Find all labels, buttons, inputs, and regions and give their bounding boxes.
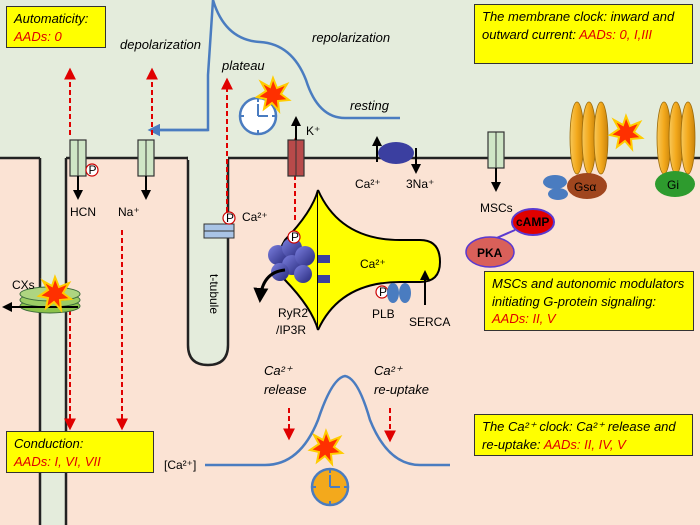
membrane-clock-box: The membrane clock: inward and outward c…	[474, 4, 693, 64]
mscs-text: MSCs and autonomic modulators initiating…	[492, 276, 685, 309]
msc-channel: MSCs	[480, 131, 513, 215]
na-label: Na⁺	[118, 205, 140, 219]
ncx-na-label: 3Na⁺	[406, 177, 434, 191]
action-potential-trace	[150, 0, 400, 132]
aad-target-arrows	[64, 67, 396, 443]
mscs-label: MSCs	[480, 201, 513, 215]
serca-label: SERCA	[409, 315, 450, 329]
adenylyl-cyclase	[543, 175, 568, 200]
ca-clock-icon	[310, 467, 350, 507]
automaticity-aads: AADs: 0	[14, 28, 62, 44]
membrane-clock-aads: AADs: 0, I,III	[579, 26, 653, 42]
ca-release-label-2: release	[264, 382, 307, 397]
ncx-ca-label: Ca²⁺	[355, 177, 381, 191]
automaticity-title: Automaticity:	[14, 11, 89, 26]
t-tubule	[186, 156, 230, 367]
mscs-aads: AADs: II, V	[492, 311, 556, 327]
resting-label: resting	[350, 98, 390, 113]
phospho-marker: P	[379, 285, 387, 299]
cxs-label: CXs	[12, 278, 35, 292]
depolarization-label: depolarization	[120, 37, 201, 52]
plateau-label: plateau	[221, 58, 265, 73]
ryr2-label: RyR2	[278, 306, 308, 320]
ca-reuptake-label-2: re-uptake	[374, 382, 429, 397]
camp-label: cAMP	[516, 215, 549, 229]
hcn-channel: P HCN	[69, 139, 99, 219]
k-label: K⁺	[306, 124, 320, 138]
explosion-icon	[36, 274, 74, 314]
mscs-box: MSCs and autonomic modulators initiating…	[484, 271, 694, 331]
phospho-marker: P	[226, 211, 234, 225]
pka-enzyme: PKA	[465, 236, 515, 268]
pka-label: PKA	[477, 246, 503, 260]
conduction-title: Conduction:	[14, 436, 84, 451]
ltype-ca-label: Ca²⁺	[242, 210, 268, 224]
ca-release-label-1: Ca²⁺	[264, 363, 293, 378]
ryr2-receptor: P RyR2 /IP3R	[253, 230, 330, 337]
explosion-icon	[254, 75, 292, 115]
conduction-aads: AADs: I, VI, VII	[14, 453, 101, 469]
repolarization-label: repolarization	[312, 30, 390, 45]
explosion-icon	[307, 428, 345, 468]
explosion-icon	[607, 113, 645, 153]
cai-label: [Ca²⁺]	[164, 458, 196, 472]
automaticity-box: Automaticity: AADs: 0	[6, 6, 106, 48]
gi-label: Gi	[667, 178, 679, 192]
ca-clock-box: The Ca²⁺ clock: Ca²⁺ release and re-upta…	[474, 414, 693, 456]
hcn-label: HCN	[70, 205, 96, 219]
membrane-clock-text: The membrane clock: inward and outward c…	[482, 9, 675, 42]
ca-clock-text: The Ca²⁺ clock: Ca²⁺ release and re-upta…	[482, 419, 676, 452]
sr-ca-label: Ca²⁺	[360, 257, 386, 271]
t-tubule-label: t-tubule	[207, 274, 221, 314]
gi-protein: Gi	[655, 171, 695, 197]
camp-molecule: cAMP	[511, 208, 555, 236]
gs-alpha-protein: Gsα	[567, 173, 607, 199]
gpcr-stimulatory	[569, 101, 609, 175]
phospho-marker: P	[89, 163, 97, 177]
ncx-exchanger: Ca²⁺ 3Na⁺	[355, 136, 434, 191]
ca-clock-aads: AADs: II, IV, V	[543, 436, 626, 452]
serca-pump: P PLB SERCA	[372, 270, 450, 329]
ca-transient-trace	[205, 374, 450, 467]
k-channel: K⁺	[287, 116, 320, 177]
plb-label: PLB	[372, 307, 395, 321]
phospho-marker: P	[291, 230, 299, 244]
l-type-ca-channel: P Ca²⁺ t-tubule	[203, 210, 268, 314]
gpcr-inhibitory	[656, 101, 696, 175]
conduction-box: Conduction: AADs: I, VI, VII	[6, 431, 154, 473]
na-channel: Na⁺	[118, 139, 155, 219]
gs-alpha-label: Gsα	[574, 180, 596, 194]
ca-reuptake-label-1: Ca²⁺	[374, 363, 403, 378]
ip3r-label: /IP3R	[276, 323, 306, 337]
